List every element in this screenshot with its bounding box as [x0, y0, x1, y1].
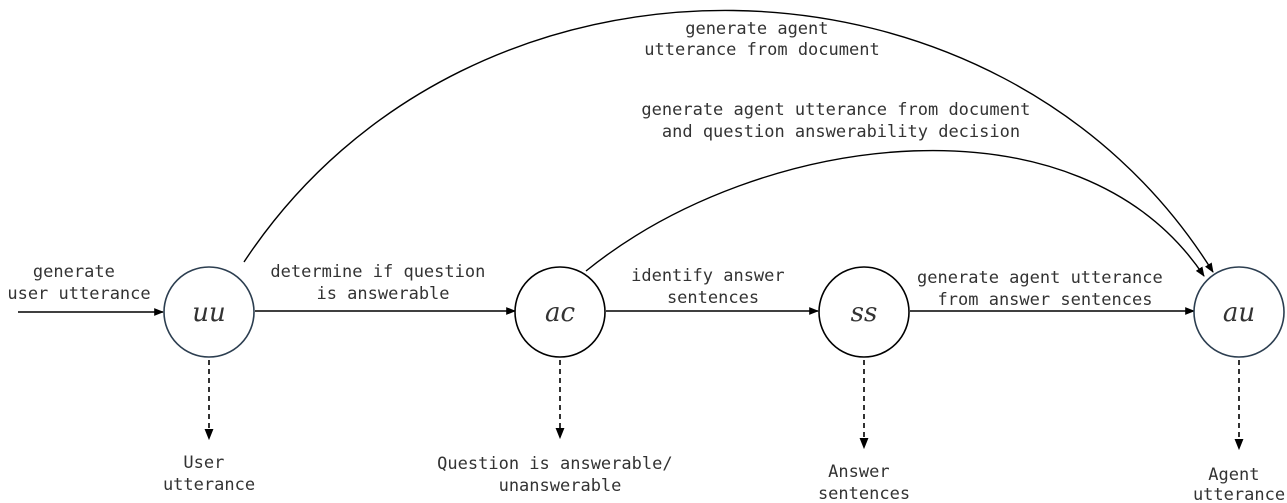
edge-label-uu-au-arc: generate agent utterance from document [644, 19, 879, 60]
node-au: au [1193, 266, 1285, 358]
node-uu-label: uu [192, 298, 226, 328]
node-au-label: au [1223, 298, 1255, 328]
edge-label-uu-ac: determine if question is answerable [270, 262, 495, 304]
node-ss-label: ss [851, 298, 878, 328]
node-ac-label: ac [545, 298, 576, 328]
node-ac: ac [514, 266, 606, 358]
edge-label-ss-au: generate agent utterance from answer sen… [917, 268, 1173, 310]
output-label-ac: Question is answerable/ unanswerable [437, 454, 683, 496]
output-label-au: Agent utterance [1193, 465, 1285, 503]
output-label-uu: User utterance [163, 453, 255, 495]
edge-label-ac-au-arc: generate agent utterance from document a… [641, 100, 1040, 142]
arc-uu-to-au [243, 9, 1214, 273]
edge-label-ac-ss: identify answer sentences [631, 266, 795, 308]
edge-label-input: generate user utterance [7, 262, 150, 304]
arc-ac-to-au [585, 149, 1205, 277]
node-ss: ss [818, 266, 910, 358]
output-label-ss: Answer sentences [818, 462, 910, 503]
node-uu: uu [163, 266, 255, 358]
